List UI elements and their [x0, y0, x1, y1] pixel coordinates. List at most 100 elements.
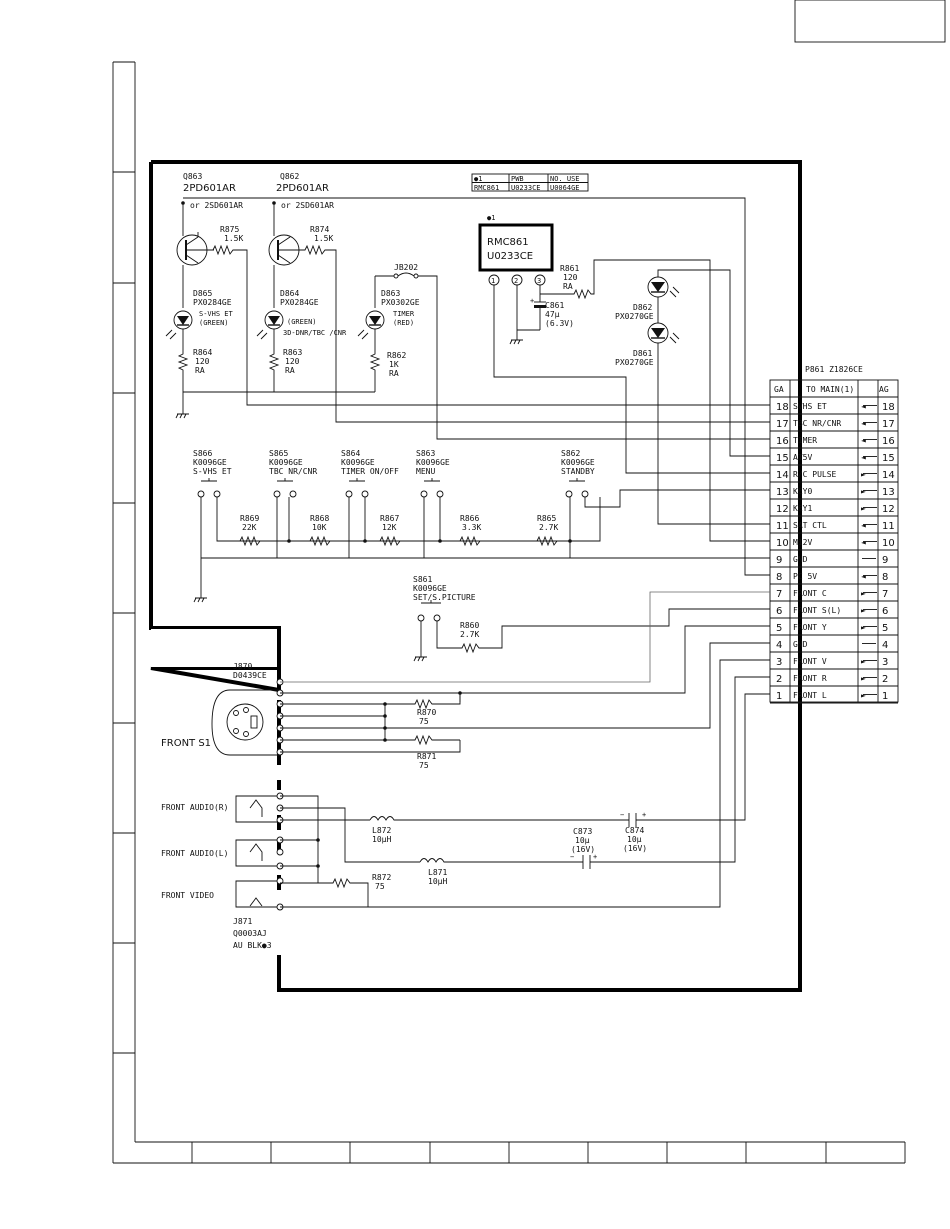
svg-text:D863: D863: [381, 289, 400, 298]
svg-text:7: 7: [882, 589, 888, 600]
q862-part: 2PD601AR: [276, 183, 329, 194]
svg-text:►: ►: [861, 504, 866, 513]
svg-text:14: 14: [882, 470, 895, 481]
svg-text:8: 8: [882, 572, 888, 583]
svg-text:S863: S863: [416, 449, 435, 458]
svg-text:4: 4: [882, 640, 888, 651]
pwb-table: ●1 PWB NO. USE RMC861 U0233CE U0064GE: [471, 173, 589, 192]
svg-text:MENU: MENU: [416, 467, 435, 476]
svg-text:►: ►: [861, 589, 866, 598]
svg-text:R864: R864: [193, 348, 212, 357]
svg-text:TIMER: TIMER: [793, 436, 817, 445]
svg-text:FRONT V: FRONT V: [793, 657, 827, 666]
led-d863: D863 PX0302GE TIMER (RED): [357, 276, 420, 350]
svg-text:75: 75: [375, 882, 385, 891]
svg-text:FRONT R: FRONT R: [793, 674, 827, 683]
led-d865: D865 PX0284GE S-VHS ET (GREEN): [165, 265, 234, 350]
svg-text:►: ►: [861, 470, 866, 479]
capacitor-c874: − + C874 10μ (16V): [620, 693, 770, 853]
svg-text:TBC NR/CNR: TBC NR/CNR: [793, 419, 841, 428]
svg-text:K0096GE: K0096GE: [341, 458, 375, 467]
ground-symbol: [175, 413, 189, 419]
svg-text:PX0270GE: PX0270GE: [615, 358, 654, 367]
svg-text:47μ: 47μ: [545, 310, 560, 319]
svg-text:Q0003AJ: Q0003AJ: [233, 929, 267, 938]
svg-text:11: 11: [776, 521, 789, 532]
svg-text:75: 75: [419, 761, 429, 770]
svg-text:K0096GE: K0096GE: [269, 458, 303, 467]
svg-text:(RED): (RED): [393, 319, 414, 327]
svg-text:(16V): (16V): [571, 845, 595, 854]
svg-text:11: 11: [882, 521, 895, 532]
front-s1-label: FRONT S1: [161, 738, 211, 749]
svg-text:RA: RA: [285, 366, 295, 375]
svg-text:◄: ◄: [861, 453, 866, 462]
svg-text:K0096GE: K0096GE: [416, 458, 450, 467]
svg-text:NO. USE: NO. USE: [550, 175, 580, 183]
svg-text:SAT CTL: SAT CTL: [793, 521, 827, 530]
svg-text:2.7K: 2.7K: [460, 630, 479, 639]
inductor-l871: L871 10μH: [419, 858, 578, 886]
front-video-label: FRONT VIDEO: [161, 891, 214, 900]
svg-text:◄: ◄: [861, 538, 866, 547]
svg-text:5: 5: [882, 623, 888, 634]
svg-text:►: ►: [861, 623, 866, 632]
svg-text:JB202: JB202: [394, 263, 418, 272]
svg-text:75: 75: [419, 717, 429, 726]
capacitor-c873: − + C873 10μ (16V): [570, 676, 770, 869]
svg-text:14: 14: [776, 470, 789, 481]
svg-text:10μ: 10μ: [575, 836, 590, 845]
svg-text:R868: R868: [310, 514, 329, 523]
svg-text:R866: R866: [460, 514, 479, 523]
resistor-r875: R875 1.5K: [207, 225, 770, 406]
svg-text:U0233CE: U0233CE: [511, 184, 541, 192]
svg-text:U0233CE: U0233CE: [487, 251, 533, 262]
svg-text:120: 120: [195, 357, 210, 366]
svg-text:(6.3V): (6.3V): [545, 319, 574, 328]
svg-text:S-VHS ET: S-VHS ET: [193, 467, 232, 476]
svg-text:2.7K: 2.7K: [539, 523, 558, 532]
svg-text:D0439CE: D0439CE: [233, 671, 267, 680]
svg-text:R871: R871: [417, 752, 436, 761]
resistor-r874: R874 1.5K: [300, 225, 770, 423]
svg-text:3.3K: 3.3K: [462, 523, 481, 532]
svg-text:2: 2: [776, 674, 782, 685]
svg-text:17: 17: [776, 419, 789, 430]
switch-s861: S861 K0096GE SET/S.PICTURE: [413, 575, 476, 662]
svg-text:120: 120: [563, 273, 578, 282]
svg-text:13: 13: [776, 487, 789, 498]
svg-text:10: 10: [882, 538, 895, 549]
resistor-r860: R860 2.7K: [458, 608, 770, 654]
svg-text:●1: ●1: [474, 175, 482, 183]
svg-text:R/C PULSE: R/C PULSE: [793, 470, 837, 479]
svg-text:R865: R865: [537, 514, 556, 523]
svg-text:R863: R863: [283, 348, 302, 357]
svg-text:RMC861: RMC861: [474, 184, 499, 192]
svg-text:1: 1: [882, 691, 888, 702]
svg-text:AG: AG: [879, 385, 889, 394]
svg-text:RMC861: RMC861: [487, 237, 529, 248]
svg-text:►: ►: [861, 606, 866, 615]
svg-text:◄: ◄: [861, 572, 866, 581]
svg-text:AU BLK●3: AU BLK●3: [233, 941, 272, 950]
svg-text:(GREEN): (GREEN): [287, 318, 317, 326]
svg-text:1: 1: [776, 691, 782, 702]
svg-text:TO MAIN(1): TO MAIN(1): [806, 385, 854, 394]
svg-text:TIMER ON/OFF: TIMER ON/OFF: [341, 467, 399, 476]
svg-text:3: 3: [776, 657, 782, 668]
svg-text:FRONT Y: FRONT Y: [793, 623, 827, 632]
svg-text:D861: D861: [633, 349, 652, 358]
led-d864: D864 PX0284GE (GREEN) 3D-DNR/TBC /CNR: [256, 265, 347, 350]
